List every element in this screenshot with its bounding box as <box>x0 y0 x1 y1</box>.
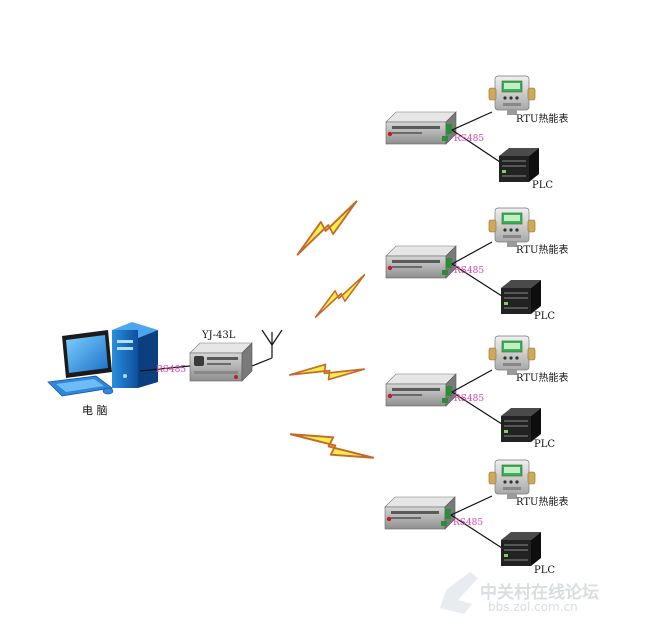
computer <box>47 322 158 397</box>
station-2-rs485-label: RS485 <box>454 266 485 276</box>
zol-logo-icon <box>440 572 478 614</box>
station-2-plc-label: PLC <box>534 311 556 322</box>
wireless-signal-icon <box>307 273 373 319</box>
computer-label: 电 脑 <box>82 404 108 417</box>
watermark-url: bbs.zol.com.cn <box>488 600 578 614</box>
wireless-signal-icon <box>288 345 366 399</box>
station-2-meter-label: RTU热能表 <box>516 245 569 256</box>
antenna-icon <box>261 329 283 358</box>
station-4-rs485-label: RS485 <box>453 518 484 528</box>
station-1-plc-label: PLC <box>532 180 554 191</box>
station-2 <box>385 207 541 314</box>
station-3-meter-label: RTU热能表 <box>516 373 569 384</box>
station-3 <box>385 335 541 442</box>
station-3-rs485-label: RS485 <box>454 394 485 404</box>
antenna-cable <box>251 357 273 367</box>
station-1 <box>385 75 539 182</box>
station-4-meter-label: RTU热能表 <box>516 497 569 508</box>
gateway-model-label: YJ-43L <box>202 330 236 341</box>
gateway-device <box>189 342 253 382</box>
wireless-signal-icon <box>289 406 375 486</box>
station-1-rs485-label: RS485 <box>454 134 485 144</box>
watermark-text: 中关村在线论坛 <box>480 583 599 603</box>
station-4 <box>384 459 541 566</box>
station-4-plc-label: PLC <box>534 565 556 576</box>
wireless-signal-icon <box>286 200 368 256</box>
computer-cable <box>139 365 191 372</box>
station-1-meter-label: RTU热能表 <box>516 114 569 125</box>
computer-rs485-label: RS485 <box>156 365 187 375</box>
station-3-plc-label: PLC <box>534 439 556 450</box>
